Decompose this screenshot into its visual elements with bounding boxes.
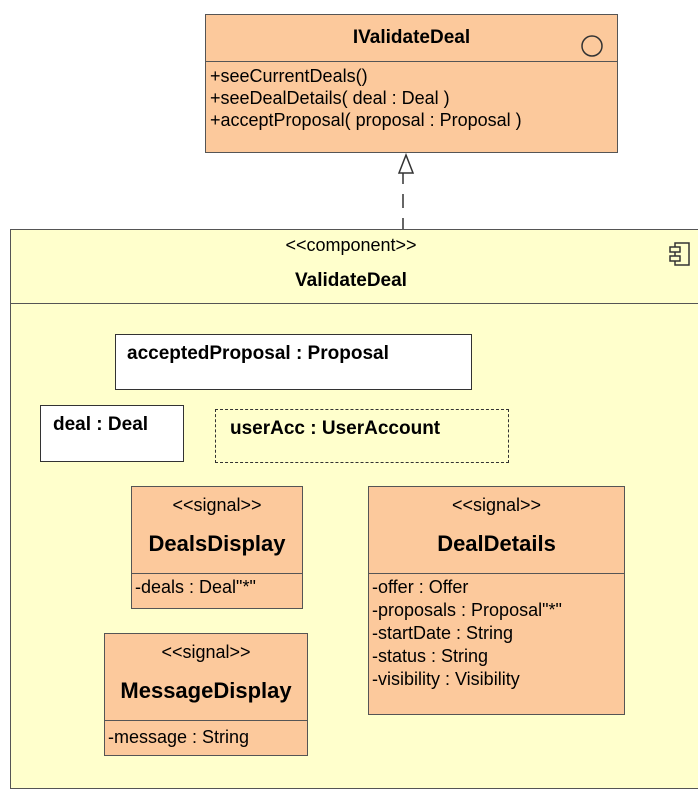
operation-accept-proposal: +acceptProposal( proposal : Proposal ) bbox=[210, 110, 522, 130]
signal-deal-details-attr-start-date: -startDate : String bbox=[372, 623, 514, 643]
signal-deals-display-attr: -deals : Deal"*" bbox=[135, 577, 256, 597]
operation-see-current-deals: +seeCurrentDeals() bbox=[210, 66, 368, 86]
signal-deal-details-attr-offer: -offer : Offer bbox=[372, 577, 469, 597]
part-accepted-proposal-label: acceptedProposal : Proposal bbox=[127, 343, 389, 364]
interface-title: IValidateDeal bbox=[352, 27, 471, 48]
part-accepted-proposal[interactable]: acceptedProposal : Proposal bbox=[115, 334, 472, 390]
signal-deal-details-attr-proposals: -proposals : Proposal"*" bbox=[372, 600, 562, 620]
signal-message-display[interactable]: <<signal>> MessageDisplay -message : Str… bbox=[104, 633, 308, 756]
signal-message-display-stereotype: <<signal>> bbox=[161, 642, 251, 662]
signal-deal-details-stereotype: <<signal>> bbox=[451, 495, 542, 515]
component-name: ValidateDeal bbox=[295, 270, 407, 291]
component-icon bbox=[669, 242, 690, 266]
interface-box[interactable]: IValidateDeal +seeCurrentDeals() +seeDea… bbox=[205, 14, 618, 153]
signal-deal-details-attr-visibility: -visibility : Visibility bbox=[372, 669, 520, 689]
part-deal-label: deal : Deal bbox=[53, 414, 149, 435]
signal-deals-display-stereotype: <<signal>> bbox=[172, 495, 262, 515]
part-user-acc-label: userAcc : UserAccount bbox=[230, 418, 441, 439]
operation-see-deal-details: +seeDealDetails( deal : Deal ) bbox=[210, 88, 450, 108]
part-deal[interactable]: deal : Deal bbox=[40, 405, 184, 462]
part-user-acc[interactable]: userAcc : UserAccount bbox=[215, 409, 509, 463]
signal-message-display-name: MessageDisplay bbox=[120, 678, 292, 703]
signal-deal-details-attr-status: -status : String bbox=[372, 646, 489, 666]
signal-deal-details-name: DealDetails bbox=[437, 531, 556, 556]
signal-deals-display[interactable]: <<signal>> DealsDisplay -deals : Deal"*" bbox=[131, 486, 303, 609]
component-stereotype: <<component>> bbox=[285, 235, 417, 255]
signal-deals-display-name: DealsDisplay bbox=[148, 531, 286, 556]
signal-message-display-attr: -message : String bbox=[108, 727, 250, 747]
signal-deal-details[interactable]: <<signal>> DealDetails -offer : Offer -p… bbox=[368, 486, 625, 715]
interface-circle-icon bbox=[581, 35, 603, 57]
